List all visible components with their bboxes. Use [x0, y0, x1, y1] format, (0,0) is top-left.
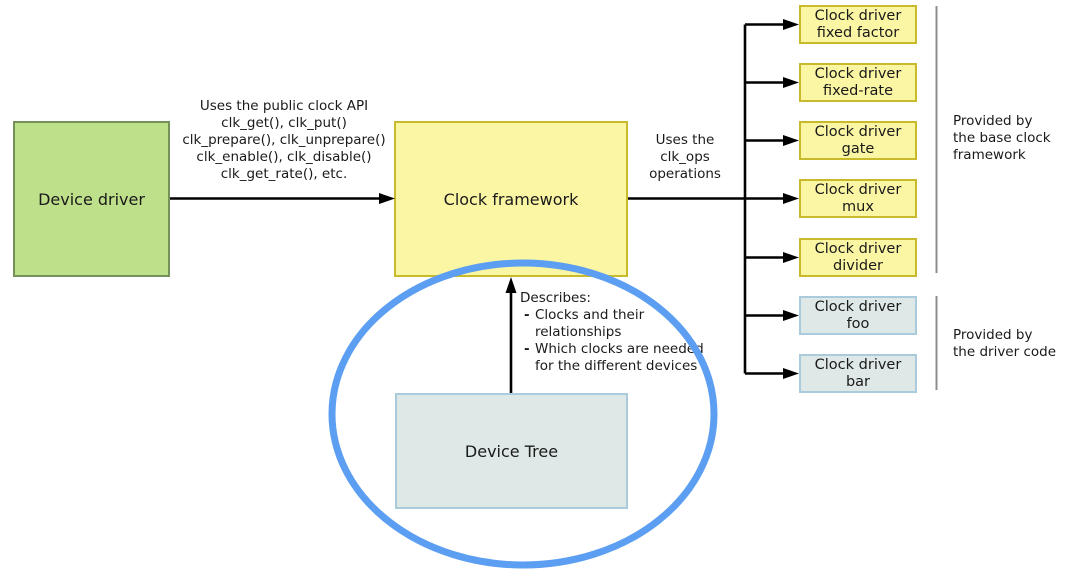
clock-framework-label: Clock framework — [443, 189, 579, 209]
driver-box-line1: Clock driver — [814, 181, 902, 198]
driver-box-line2: foo — [846, 315, 870, 332]
describes-item-line: relationships — [535, 324, 622, 340]
driver-box-line1: Clock driver — [814, 123, 902, 140]
driver-box-line2: gate — [841, 140, 875, 157]
driver-box-line2: divider — [833, 257, 883, 274]
driver-box-line1: Clock driver — [814, 7, 902, 24]
arrow-device-driver-to-clock-framework — [170, 193, 395, 204]
legend-line: Provided by — [953, 113, 1033, 129]
device-tree-describes-note: Describes: - Clocks and their relationsh… — [520, 290, 730, 375]
driver-box-bar: Clock driver bar — [799, 354, 917, 393]
device-tree-label: Device Tree — [464, 441, 559, 461]
describes-item-line: Clocks and their — [535, 307, 645, 323]
legend-line: framework — [953, 147, 1026, 163]
describes-item-line: for the different devices — [535, 358, 698, 374]
describes-item-line: Which clocks are needed — [535, 341, 704, 357]
api-note-line: clk_get_rate(), etc. — [220, 166, 348, 182]
ops-note-line: operations — [649, 166, 721, 182]
legend-line: the base clock — [953, 130, 1051, 146]
legend-line: the driver code — [953, 344, 1057, 360]
device-tree-box: Device Tree — [395, 393, 628, 509]
clock-framework-box: Clock framework — [394, 121, 628, 277]
device-driver-box: Device driver — [13, 121, 170, 277]
device-driver-label: Device driver — [38, 189, 145, 209]
driver-box-line2: fixed-rate — [822, 82, 894, 99]
bullet-dash: - — [524, 307, 530, 323]
provided-by-base-clock-framework-label: Provided by the base clock framework — [953, 113, 1051, 164]
driver-box-line2: fixed factor — [816, 24, 900, 41]
driver-box-foo: Clock driver foo — [799, 296, 917, 335]
driver-box-line1: Clock driver — [814, 240, 902, 257]
driver-box-line2: bar — [845, 373, 871, 390]
driver-box-line1: Clock driver — [814, 356, 902, 373]
describes-title: Describes: — [520, 290, 591, 306]
driver-box-divider: Clock driver divider — [799, 238, 917, 277]
bullet-dash: - — [524, 341, 530, 357]
api-note-line: Uses the public clock API — [199, 98, 369, 114]
ops-note-line: Uses the — [655, 132, 715, 148]
api-note-line: clk_prepare(), clk_unprepare() — [182, 132, 386, 148]
ops-note-line: clk_ops — [660, 149, 710, 165]
describes-item-relationships: - Clocks and their relationships — [520, 307, 730, 341]
legend-line: Provided by — [953, 327, 1033, 343]
describes-item-needed-clocks: - Which clocks are needed for the differ… — [520, 341, 730, 375]
api-note-line: clk_get(), clk_put() — [221, 115, 347, 131]
public-clock-api-note: Uses the public clock API clk_get(), clk… — [154, 98, 414, 183]
driver-box-mux: Clock driver mux — [799, 179, 917, 218]
driver-box-fixed-rate: Clock driver fixed-rate — [799, 63, 917, 102]
driver-box-line1: Clock driver — [814, 298, 902, 315]
arrow-device-tree-to-clock-framework — [505, 277, 517, 393]
driver-box-line2: mux — [842, 198, 874, 215]
driver-box-line1: Clock driver — [814, 65, 902, 82]
api-note-line: clk_enable(), clk_disable() — [196, 149, 372, 165]
driver-box-gate: Clock driver gate — [799, 121, 917, 160]
provided-by-driver-code-label: Provided by the driver code — [953, 327, 1056, 361]
driver-box-fixed-factor: Clock driver fixed factor — [799, 5, 917, 44]
clk-ops-note: Uses the clk_ops operations — [635, 132, 735, 183]
